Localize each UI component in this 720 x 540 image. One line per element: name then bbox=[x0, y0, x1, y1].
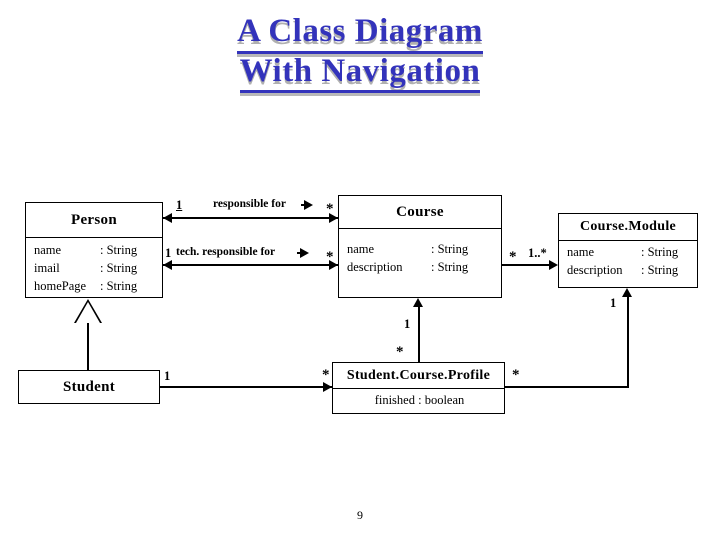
class-attributes-course-module: name : String description : String bbox=[559, 241, 697, 282]
title-line-1: A Class Diagram A Class Diagram bbox=[0, 13, 720, 57]
association-line-course-coursemodule[interactable] bbox=[502, 264, 551, 266]
attribute-name: name bbox=[34, 243, 62, 257]
class-box-person[interactable]: Person name : String imail : String home… bbox=[25, 202, 163, 298]
title-line-2-shadow: With Navigation bbox=[0, 56, 720, 97]
title-line-1-shadow: A Class Diagram bbox=[0, 16, 720, 57]
class-attributes-course: name : String description : String bbox=[339, 229, 501, 279]
attribute-row: imail : String bbox=[34, 259, 156, 277]
class-box-student[interactable]: Student bbox=[18, 370, 160, 404]
association-label-tech-responsible-for: tech. responsible for bbox=[176, 246, 276, 258]
generalization-triangle-fill bbox=[76, 302, 100, 323]
page-number: 9 bbox=[357, 508, 363, 522]
association-line-profile-coursemodule-horizontal[interactable] bbox=[505, 386, 629, 388]
class-attributes-person: name : String imail : String homePage : … bbox=[26, 238, 162, 298]
generalization-line-student-person[interactable] bbox=[87, 322, 89, 370]
multiplicity-course-bottom: 1 bbox=[404, 317, 411, 331]
attribute-name: name bbox=[347, 242, 375, 256]
attribute-type: : String bbox=[100, 261, 138, 276]
attribute-type: : String bbox=[431, 242, 469, 256]
class-name-course-module: Course.Module bbox=[559, 214, 697, 241]
attribute-name: homePage bbox=[34, 279, 87, 294]
association-line-tech-responsible-for[interactable] bbox=[163, 264, 338, 266]
arrowhead-right-responsible-for bbox=[329, 213, 338, 223]
attribute-type: : String bbox=[641, 263, 679, 278]
arrowhead-student-profile bbox=[323, 382, 332, 392]
multiplicity-course-side: * bbox=[509, 249, 517, 265]
attribute-row: name : String bbox=[34, 241, 156, 259]
slide-title: A Class Diagram A Class Diagram With Nav… bbox=[0, 13, 720, 97]
class-box-course-module[interactable]: Course.Module name : String description … bbox=[558, 213, 698, 288]
arrowhead-left-tech-responsible-for bbox=[163, 260, 172, 270]
navigation-triangle-tech-responsible-for bbox=[300, 248, 309, 258]
multiplicity-profile-right: * bbox=[512, 367, 520, 383]
class-box-course[interactable]: Course name : String description : Strin… bbox=[338, 195, 502, 298]
arrowhead-profile-coursemodule bbox=[622, 288, 632, 297]
attribute-name: description bbox=[567, 263, 623, 278]
arrowhead-left-responsible-for bbox=[163, 213, 172, 223]
title-line-1-text: A Class Diagram bbox=[237, 13, 483, 54]
attribute-row: name : String bbox=[347, 240, 495, 258]
multiplicity-course-responsible: * bbox=[326, 201, 334, 217]
attribute-name: finished : boolean bbox=[374, 393, 465, 407]
title-line-2: With Navigation With Navigation bbox=[0, 53, 720, 97]
association-line-profile-coursemodule-vertical[interactable] bbox=[627, 296, 629, 387]
attribute-type: : String bbox=[641, 245, 679, 259]
attribute-row: name : String bbox=[567, 243, 691, 261]
association-line-responsible-for[interactable] bbox=[163, 217, 338, 219]
attribute-type: : String bbox=[431, 260, 469, 275]
attribute-row: homePage : String bbox=[34, 277, 156, 295]
multiplicity-coursemodule-side: 1..* bbox=[528, 246, 547, 260]
attribute-row: finished : boolean bbox=[341, 391, 498, 409]
association-label-responsible-for: responsible for bbox=[213, 198, 286, 210]
title-line-2-text: With Navigation bbox=[239, 53, 481, 94]
class-name-person: Person bbox=[26, 203, 162, 238]
attribute-type: : String bbox=[100, 243, 138, 257]
association-line-student-profile[interactable] bbox=[160, 386, 332, 388]
class-box-student-course-profile[interactable]: Student.Course.Profile finished : boolea… bbox=[332, 362, 505, 414]
arrowhead-profile-course bbox=[413, 298, 423, 307]
class-name-student-course-profile: Student.Course.Profile bbox=[333, 363, 504, 389]
association-line-profile-course[interactable] bbox=[418, 306, 420, 362]
class-attributes-student-course-profile: finished : boolean bbox=[333, 389, 504, 412]
navigation-triangle-responsible-for bbox=[304, 200, 313, 210]
arrowhead-right-tech-responsible-for bbox=[329, 260, 338, 270]
multiplicity-person-tech-responsible: 1 bbox=[165, 246, 172, 260]
attribute-name: imail bbox=[34, 261, 60, 276]
multiplicity-profile-left: * bbox=[322, 367, 330, 383]
navigation-stem-responsible-for bbox=[301, 204, 306, 206]
class-name-course: Course bbox=[339, 196, 501, 229]
multiplicity-coursemodule-bottom: 1 bbox=[610, 296, 617, 310]
attribute-type: : String bbox=[100, 279, 138, 294]
attribute-row: description : String bbox=[567, 261, 691, 279]
navigation-stem-tech-responsible-for bbox=[297, 252, 302, 254]
multiplicity-person-responsible: 1 bbox=[176, 198, 183, 212]
arrowhead-course-coursemodule bbox=[549, 260, 558, 270]
multiplicity-course-tech-responsible: * bbox=[326, 249, 334, 265]
multiplicity-student-side: 1 bbox=[164, 369, 171, 383]
attribute-row: description : String bbox=[347, 258, 495, 276]
attribute-name: name bbox=[567, 245, 595, 259]
class-name-student: Student bbox=[62, 378, 116, 395]
multiplicity-profile-top: * bbox=[396, 344, 404, 360]
attribute-name: description bbox=[347, 260, 403, 275]
